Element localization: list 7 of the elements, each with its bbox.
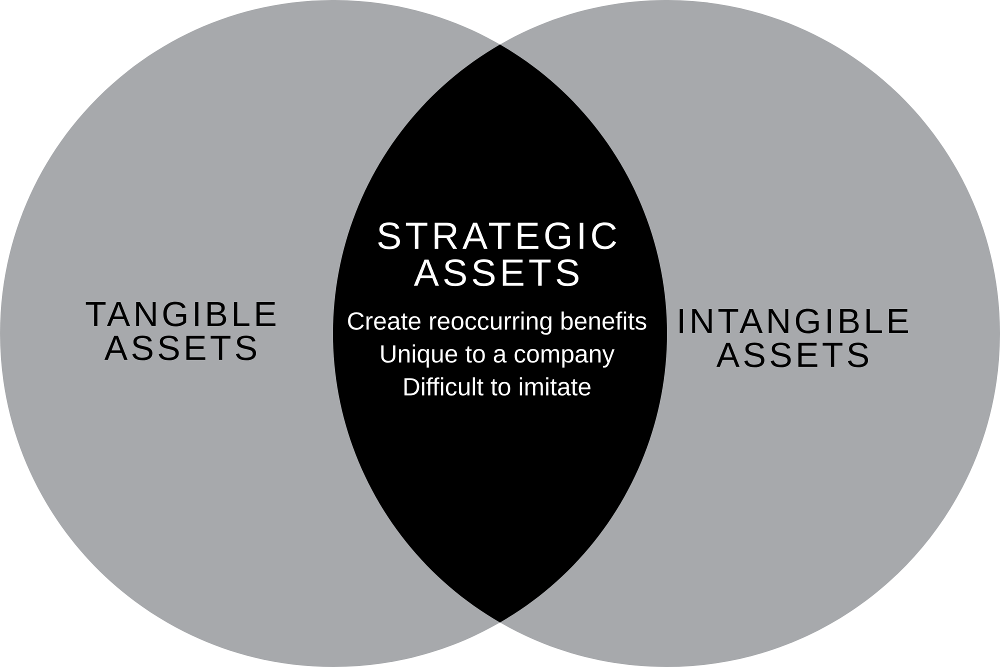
circle-label: TANGIBLE ASSETS xyxy=(86,302,276,360)
node-label: Create reoccurring benefits xyxy=(348,312,646,335)
node-label: Difficult to imitate xyxy=(404,377,590,396)
node-label: STRATEGIC ASSETS xyxy=(378,222,616,286)
lens-label: STRATEGIC ASSETS Create reoccurring benefits Unique to a company Difficult to imitate xyxy=(348,222,646,396)
circle-label: INTANGIBLE ASSETS xyxy=(680,308,908,368)
node-label: Unique to a company xyxy=(381,344,615,368)
